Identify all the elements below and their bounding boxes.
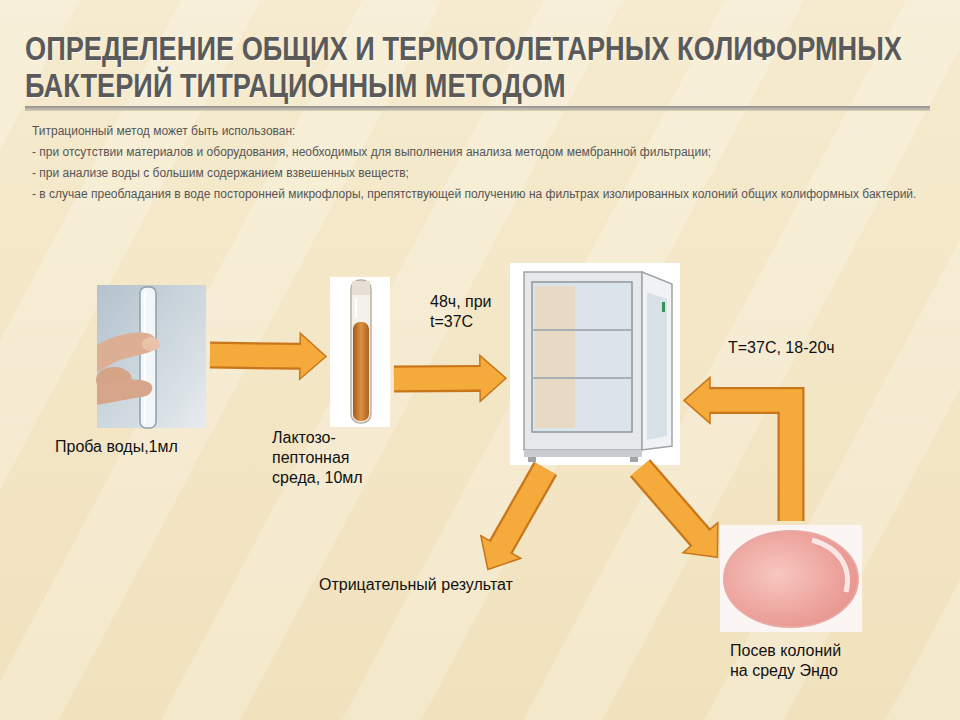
node-text: Отрицательный результат bbox=[319, 575, 513, 595]
result-box: Отрицательный результат bbox=[316, 573, 516, 597]
note-text: - при отсутствии материалов и оборудован… bbox=[32, 142, 927, 162]
tube-photo: Лактозо- пептонная среда, 10мл bbox=[330, 277, 390, 427]
title-text: ОПРЕДЕЛЕНИЕ ОБЩИХ И ТЕРМОТОЛЕТАРНЫХ КОЛИ… bbox=[25, 30, 937, 104]
caption-text: Проба воды,1мл bbox=[55, 437, 225, 457]
note-text: Титрационный метод может быть использова… bbox=[32, 121, 927, 141]
flow-arrow bbox=[481, 469, 546, 570]
water-sample-photo bbox=[96, 285, 206, 428]
arrow-label-box: 48ч, при t=37C bbox=[430, 292, 510, 332]
endo-dish-photo bbox=[720, 525, 862, 632]
note-text: - в случае преобладания в воде посторонн… bbox=[32, 184, 927, 204]
notes-box: Титрационный метод может быть использова… bbox=[32, 121, 927, 205]
caption-text: Посев колоний на среду Эндо bbox=[730, 641, 856, 681]
sample-photo: Проба воды,1мл bbox=[97, 285, 206, 428]
title-rule bbox=[25, 106, 930, 111]
arrow-label-box: T=37C, 18-20ч bbox=[728, 338, 878, 358]
incubator-picture bbox=[510, 263, 680, 465]
flow-arrow bbox=[684, 377, 791, 521]
petri-dish-photo: Посев колоний на среду Эндо bbox=[720, 525, 862, 632]
medium-tube-photo bbox=[330, 277, 390, 427]
flow-arrow bbox=[640, 468, 718, 557]
note-text: - при анализе воды с большим содержанием… bbox=[32, 163, 927, 183]
arrow-label: T=37C, 18-20ч bbox=[728, 338, 878, 358]
incubator-box bbox=[510, 263, 680, 465]
flow-arrow bbox=[210, 333, 326, 379]
arrow-label: 48ч, при t=37C bbox=[430, 292, 510, 332]
flow-arrow bbox=[394, 355, 506, 401]
caption-text: Лактозо- пептонная среда, 10мл bbox=[272, 428, 384, 488]
title-box: ОПРЕДЕЛЕНИЕ ОБЩИХ И ТЕРМОТОЛЕТАРНЫХ КОЛИ… bbox=[25, 30, 937, 104]
